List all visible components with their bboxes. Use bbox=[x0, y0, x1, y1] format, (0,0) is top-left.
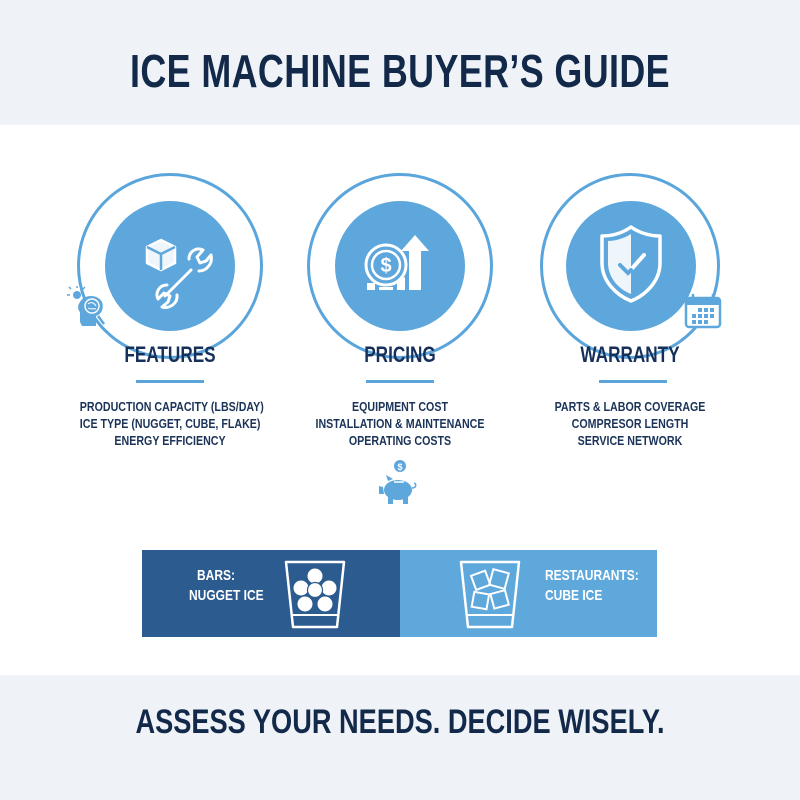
pillar-title: PRICING bbox=[364, 342, 436, 367]
footer-tagline: ASSESS YOUR NEEDS. DECIDE WISELY. bbox=[135, 703, 665, 741]
cube-wrench-icon bbox=[105, 201, 235, 331]
nugget-ice-glass-icon bbox=[282, 559, 348, 631]
list-item: EQUIPMENT COST bbox=[352, 399, 448, 414]
ring-arc bbox=[540, 173, 720, 359]
pillar-title: WARRANTY bbox=[580, 342, 680, 367]
list-item: PRODUCTION CAPACITY (LBS/DAY) bbox=[79, 399, 264, 414]
pillar-item-list: EQUIPMENT COST INSTALLATION & MAINTENANC… bbox=[310, 398, 490, 449]
ice-name: CUBE ICE bbox=[545, 587, 603, 604]
ice-type-restaurants-panel: RESTAURANTS: CUBE ICE bbox=[400, 550, 657, 637]
brain-lightbulb-icon bbox=[66, 286, 110, 332]
footer-band bbox=[0, 675, 800, 800]
ring-arc bbox=[307, 173, 493, 359]
list-item: PARTS & LABOR COVERAGE bbox=[554, 399, 706, 414]
pillar-title: FEATURES bbox=[124, 342, 216, 367]
shield-check-icon bbox=[566, 201, 696, 331]
calendar-icon bbox=[684, 293, 722, 329]
ring-arc bbox=[77, 173, 263, 359]
divider bbox=[136, 380, 204, 383]
ice-type-label: BARS: NUGGET ICE bbox=[189, 566, 264, 606]
dollar-growth-icon: $ bbox=[335, 201, 465, 331]
divider bbox=[599, 380, 667, 383]
list-item: COMPRESOR LENGTH bbox=[571, 416, 689, 431]
piggy-bank-icon: $ bbox=[374, 458, 424, 508]
ice-name: NUGGET ICE bbox=[189, 587, 264, 604]
list-item: ICE TYPE (NUGGET, CUBE, FLAKE) bbox=[79, 416, 261, 431]
list-item: SERVICE NETWORK bbox=[577, 433, 683, 448]
svg-text:$: $ bbox=[397, 462, 402, 472]
page-title: ICE MACHINE BUYER’S GUIDE bbox=[129, 45, 671, 97]
pillar-item-list: PARTS & LABOR COVERAGE COMPRESOR LENGTH … bbox=[540, 398, 720, 449]
ice-type-label: RESTAURANTS: CUBE ICE bbox=[545, 566, 639, 606]
list-item: OPERATING COSTS bbox=[348, 433, 452, 448]
svg-text:$: $ bbox=[380, 255, 391, 277]
pillar-item-list: PRODUCTION CAPACITY (LBS/DAY) ICE TYPE (… bbox=[79, 398, 264, 449]
venue-label: BARS: bbox=[197, 567, 235, 584]
divider bbox=[366, 380, 434, 383]
cube-ice-glass-icon bbox=[457, 559, 523, 631]
list-item: ENERGY EFFICIENCY bbox=[114, 433, 226, 448]
header-band bbox=[0, 0, 800, 125]
ice-type-bars-panel: BARS: NUGGET ICE bbox=[142, 550, 400, 637]
venue-label: RESTAURANTS: bbox=[545, 567, 639, 584]
list-item: INSTALLATION & MAINTENANCE bbox=[315, 416, 485, 431]
